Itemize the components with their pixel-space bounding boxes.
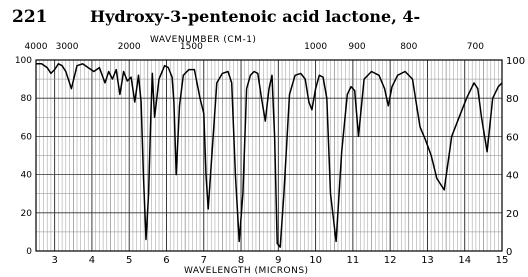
x-tick-label: 8 xyxy=(238,255,244,266)
wavenumber-tick-label: 1500 xyxy=(180,42,203,52)
wavenumber-tick-label: 700 xyxy=(467,42,484,52)
x-tick-label: 14 xyxy=(458,255,471,266)
y-tick-label-left: 60 xyxy=(21,132,33,142)
spectrum-number: 221 xyxy=(12,7,48,27)
y-tick-label-left: 0 xyxy=(26,247,32,257)
y-tick-label-left: 20 xyxy=(21,209,33,219)
x-tick-label: 15 xyxy=(496,255,509,266)
wavenumber-tick-label: 2000 xyxy=(118,42,141,52)
x-tick-label: 7 xyxy=(201,255,207,266)
x-tick-label: 11 xyxy=(347,255,360,266)
x-tick-label: 13 xyxy=(421,255,434,266)
wavenumber-axis-label: WAVENUMBER (CM-1) xyxy=(150,35,256,45)
x-tick-label: 9 xyxy=(275,255,281,266)
spectrum-trace xyxy=(35,63,503,248)
y-tick-label-left: 100 xyxy=(15,56,32,66)
x-tick-label: 5 xyxy=(126,255,132,266)
chart-axes: 100 80 60 40 20 0 100 80 60 40 20 0 3 4 5 6 7 8 9 10 11 12 13 1… xyxy=(15,42,525,266)
spectrum-line xyxy=(36,63,503,248)
y-tick-label-right: 100 xyxy=(506,56,525,67)
chart-grid xyxy=(35,59,503,252)
x-tick-label: 10 xyxy=(309,255,322,266)
wavenumber-tick-label: 800 xyxy=(400,42,417,52)
wavelength-axis-label: WAVELENGTH (MICRONS) xyxy=(184,266,309,276)
x-tick-label: 4 xyxy=(89,255,95,266)
plot-frame xyxy=(35,59,503,252)
y-tick-label-right: 40 xyxy=(506,171,519,182)
x-tick-label: 3 xyxy=(51,255,57,266)
y-tick-label-left: 40 xyxy=(21,171,33,181)
y-tick-label-right: 0 xyxy=(506,247,512,258)
wavenumber-tick-label: 900 xyxy=(348,42,365,52)
y-tick-label-right: 20 xyxy=(506,209,519,220)
chart-title: Hydroxy-3-pentenoic acid lactone, 4- xyxy=(90,7,420,26)
wavenumber-tick-label: 4000 xyxy=(25,42,48,52)
x-tick-label: 12 xyxy=(384,255,397,266)
wavenumber-tick-label: 3000 xyxy=(56,42,79,52)
x-tick-label: 6 xyxy=(163,255,169,266)
y-tick-label-right: 60 xyxy=(506,132,519,143)
y-tick-label-right: 80 xyxy=(506,94,519,105)
y-tick-label-left: 80 xyxy=(21,94,33,104)
wavenumber-tick-label: 1000 xyxy=(304,42,327,52)
